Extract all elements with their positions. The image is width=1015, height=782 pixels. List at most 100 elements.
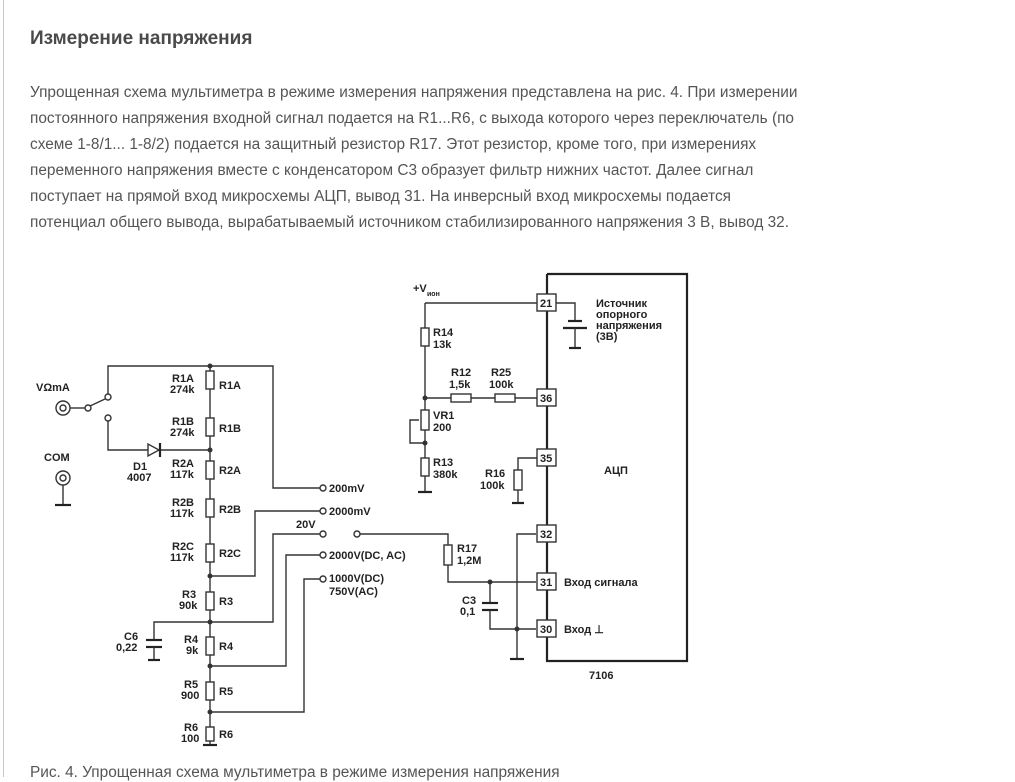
pin-35: 35 <box>540 453 552 465</box>
label-r2c: R2C <box>172 541 194 553</box>
wire-200mv <box>107 365 320 489</box>
label-r5: R5 <box>184 679 198 691</box>
capacitor-c6-icon <box>146 638 162 662</box>
wire-1000v <box>210 578 320 713</box>
label-signal-input: Вход сигнала <box>564 577 638 589</box>
label-r13: R13 <box>433 457 453 469</box>
resistor-r12-icon <box>450 393 472 403</box>
label-200mv: 200mV <box>329 483 365 495</box>
pin-30: 30 <box>540 624 552 636</box>
label-r4-value: 9k <box>186 645 199 657</box>
label-r4-right: R4 <box>219 641 234 653</box>
label-r12: R12 <box>451 367 471 379</box>
label-r2c-value: 117k <box>170 552 195 564</box>
label-r4: R4 <box>184 634 199 646</box>
pin-32: 32 <box>540 529 552 541</box>
label-r2a-value: 117k <box>170 469 195 481</box>
label-r17-value: 1,2M <box>457 555 481 567</box>
label-r2b-right: R2B <box>219 504 241 516</box>
capacitor-c3-icon <box>482 582 536 630</box>
resistor-r16-icon <box>513 469 523 491</box>
label-ref-line4: (3В) <box>596 331 618 343</box>
label-adc: АЦП <box>604 465 628 477</box>
resistor-r17-icon <box>443 544 453 566</box>
label-r1a-value: 274k <box>170 384 195 396</box>
label-r25: R25 <box>491 367 511 379</box>
label-1000v: 1000V(DC) <box>329 573 384 585</box>
pin-21: 21 <box>540 298 552 310</box>
label-r2b: R2B <box>172 497 194 509</box>
wire-20v <box>210 533 320 623</box>
label-r14-value: 13k <box>433 339 452 351</box>
junction-dots <box>207 363 520 715</box>
vr1-wiper <box>409 419 425 444</box>
label-c3: C3 <box>462 595 476 607</box>
label-r5-right: R5 <box>219 686 233 698</box>
label-r5-value: 900 <box>181 690 199 702</box>
page-left-border <box>3 0 4 777</box>
section-paragraph: Упрощенная схема мультиметра в режиме из… <box>30 80 1010 236</box>
label-r3: R3 <box>182 589 196 601</box>
wire-2000mv <box>210 510 320 577</box>
label-ref-line3: напряжения <box>596 320 662 332</box>
label-r6-right: R6 <box>219 729 233 741</box>
label-c3-value: 0,1 <box>460 606 475 618</box>
paragraph-line: схеме 1-8/1... 1-8/2) подается на защитн… <box>30 136 757 153</box>
label-r1b-value: 274k <box>170 427 195 439</box>
label-c6: C6 <box>124 631 138 643</box>
label-ref-line1: Источник <box>596 298 648 310</box>
label-r6: R6 <box>184 722 198 734</box>
label-r1a: R1A <box>172 373 194 385</box>
label-d1: D1 <box>133 461 147 473</box>
label-vohm: VΩmA <box>36 382 70 394</box>
label-r2a: R2A <box>172 458 194 470</box>
paragraph-line: поступает на прямой вход микросхемы АЦП,… <box>30 188 731 205</box>
label-vr1-value: 200 <box>433 422 451 434</box>
resistor-r13-icon <box>420 457 430 477</box>
label-r17: R17 <box>457 543 477 555</box>
section-heading: Измерение напряжения <box>30 28 253 49</box>
label-r2b-value: 117k <box>170 508 195 520</box>
label-r16-value: 100k <box>480 480 505 492</box>
label-d1-value: 4007 <box>127 472 151 484</box>
potentiometer-vr1-icon <box>420 409 430 431</box>
label-r16: R16 <box>485 468 505 480</box>
label-r3-right: R3 <box>219 596 233 608</box>
wire-pin32 <box>516 533 536 659</box>
label-r6-value: 100 <box>181 733 199 745</box>
label-750v: 750V(AC) <box>329 586 378 598</box>
reference-source-icon <box>556 302 587 350</box>
chip-pins <box>536 293 557 638</box>
label-com: COM <box>44 452 70 464</box>
label-20v: 20V <box>296 519 316 531</box>
label-vr1: VR1 <box>433 410 454 422</box>
label-vref: +V <box>413 283 427 295</box>
wire-diode <box>107 421 210 451</box>
label-ref-line2: опорного <box>596 309 648 321</box>
label-2000mv: 2000mV <box>329 506 371 518</box>
resistor-r25-icon <box>494 393 516 403</box>
paragraph-line: Упрощенная схема мультиметра в режиме из… <box>30 84 798 101</box>
label-r14: R14 <box>433 327 454 339</box>
label-r2a-right: R2A <box>219 465 241 477</box>
resistor-r14-icon <box>420 327 430 347</box>
paragraph-line: постоянного напряжения входной сигнал по… <box>30 110 794 127</box>
label-r2c-right: R2C <box>219 548 241 560</box>
label-r3-value: 90k <box>179 600 198 612</box>
divider-resistors <box>205 370 215 742</box>
pin-36: 36 <box>540 393 552 405</box>
label-r25-value: 100k <box>489 379 514 391</box>
label-r1b: R1B <box>172 416 194 428</box>
label-chip: 7106 <box>589 670 613 682</box>
range-switch-contacts[interactable] <box>319 484 361 583</box>
wire-c6 <box>153 621 210 640</box>
label-vref-subscript: ион <box>427 291 440 298</box>
pin-31: 31 <box>540 577 552 589</box>
diode-d1-icon <box>147 442 162 458</box>
paragraph-line: потенциал общего вывода, вырабатываемый … <box>30 214 789 231</box>
paragraph-line: переменного напряжения вместе с конденса… <box>30 162 754 179</box>
label-r1a-right: R1A <box>219 380 241 392</box>
label-r12-value: 1,5k <box>449 379 471 391</box>
label-r1b-right: R1B <box>219 423 241 435</box>
